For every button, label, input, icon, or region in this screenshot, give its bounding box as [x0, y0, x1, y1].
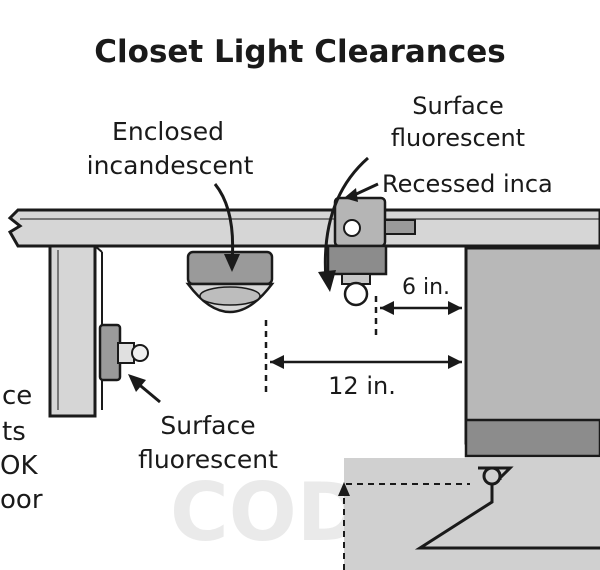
- label-surface-top-line1: Surface: [412, 92, 503, 120]
- label-recessed: Recessed inca: [382, 170, 553, 198]
- pointer-surface-top-head: [318, 270, 336, 292]
- pointer-recessed-head: [344, 188, 358, 202]
- recessed-incandescent-fixture: [326, 196, 416, 307]
- pointer-enclosed-head: [224, 254, 240, 272]
- left-fragment-4: oor: [0, 485, 43, 515]
- wall-surface-fluorescent-fixture: [98, 323, 149, 382]
- dimension-12in-label: 12 in.: [328, 372, 396, 400]
- enclosed-incandescent-fixture: [185, 250, 275, 314]
- pointer-surface-low-head: [128, 374, 146, 392]
- label-surface-top-line2: fluorescent: [391, 124, 525, 152]
- label-enclosed-line2: incandescent: [87, 151, 254, 180]
- wall-post: [48, 244, 103, 418]
- label-enclosed-line1: Enclosed: [112, 117, 224, 146]
- label-surface-low-line1: Surface: [160, 411, 255, 440]
- storage-shelf: [464, 246, 600, 458]
- left-fragment-2: ts: [2, 417, 26, 447]
- dimension-6in-label: 6 in.: [402, 275, 450, 300]
- ceiling-beam: [7, 208, 600, 248]
- label-surface-low-line2: fluorescent: [138, 445, 278, 474]
- pointer-enclosed: [213, 183, 235, 263]
- shelf-clearance-dashed-line: [343, 483, 470, 570]
- hanger: [414, 466, 600, 550]
- shelf-clearance-arrowhead: [338, 482, 350, 496]
- left-fragment-3: OK: [0, 451, 38, 481]
- dimension-6in: [374, 296, 462, 340]
- left-fragment-1: ce: [2, 381, 32, 411]
- pointer-surface-top: [323, 156, 369, 281]
- dimension-12in: [264, 320, 462, 392]
- diagram-title: Closet Light Clearances: [94, 34, 505, 70]
